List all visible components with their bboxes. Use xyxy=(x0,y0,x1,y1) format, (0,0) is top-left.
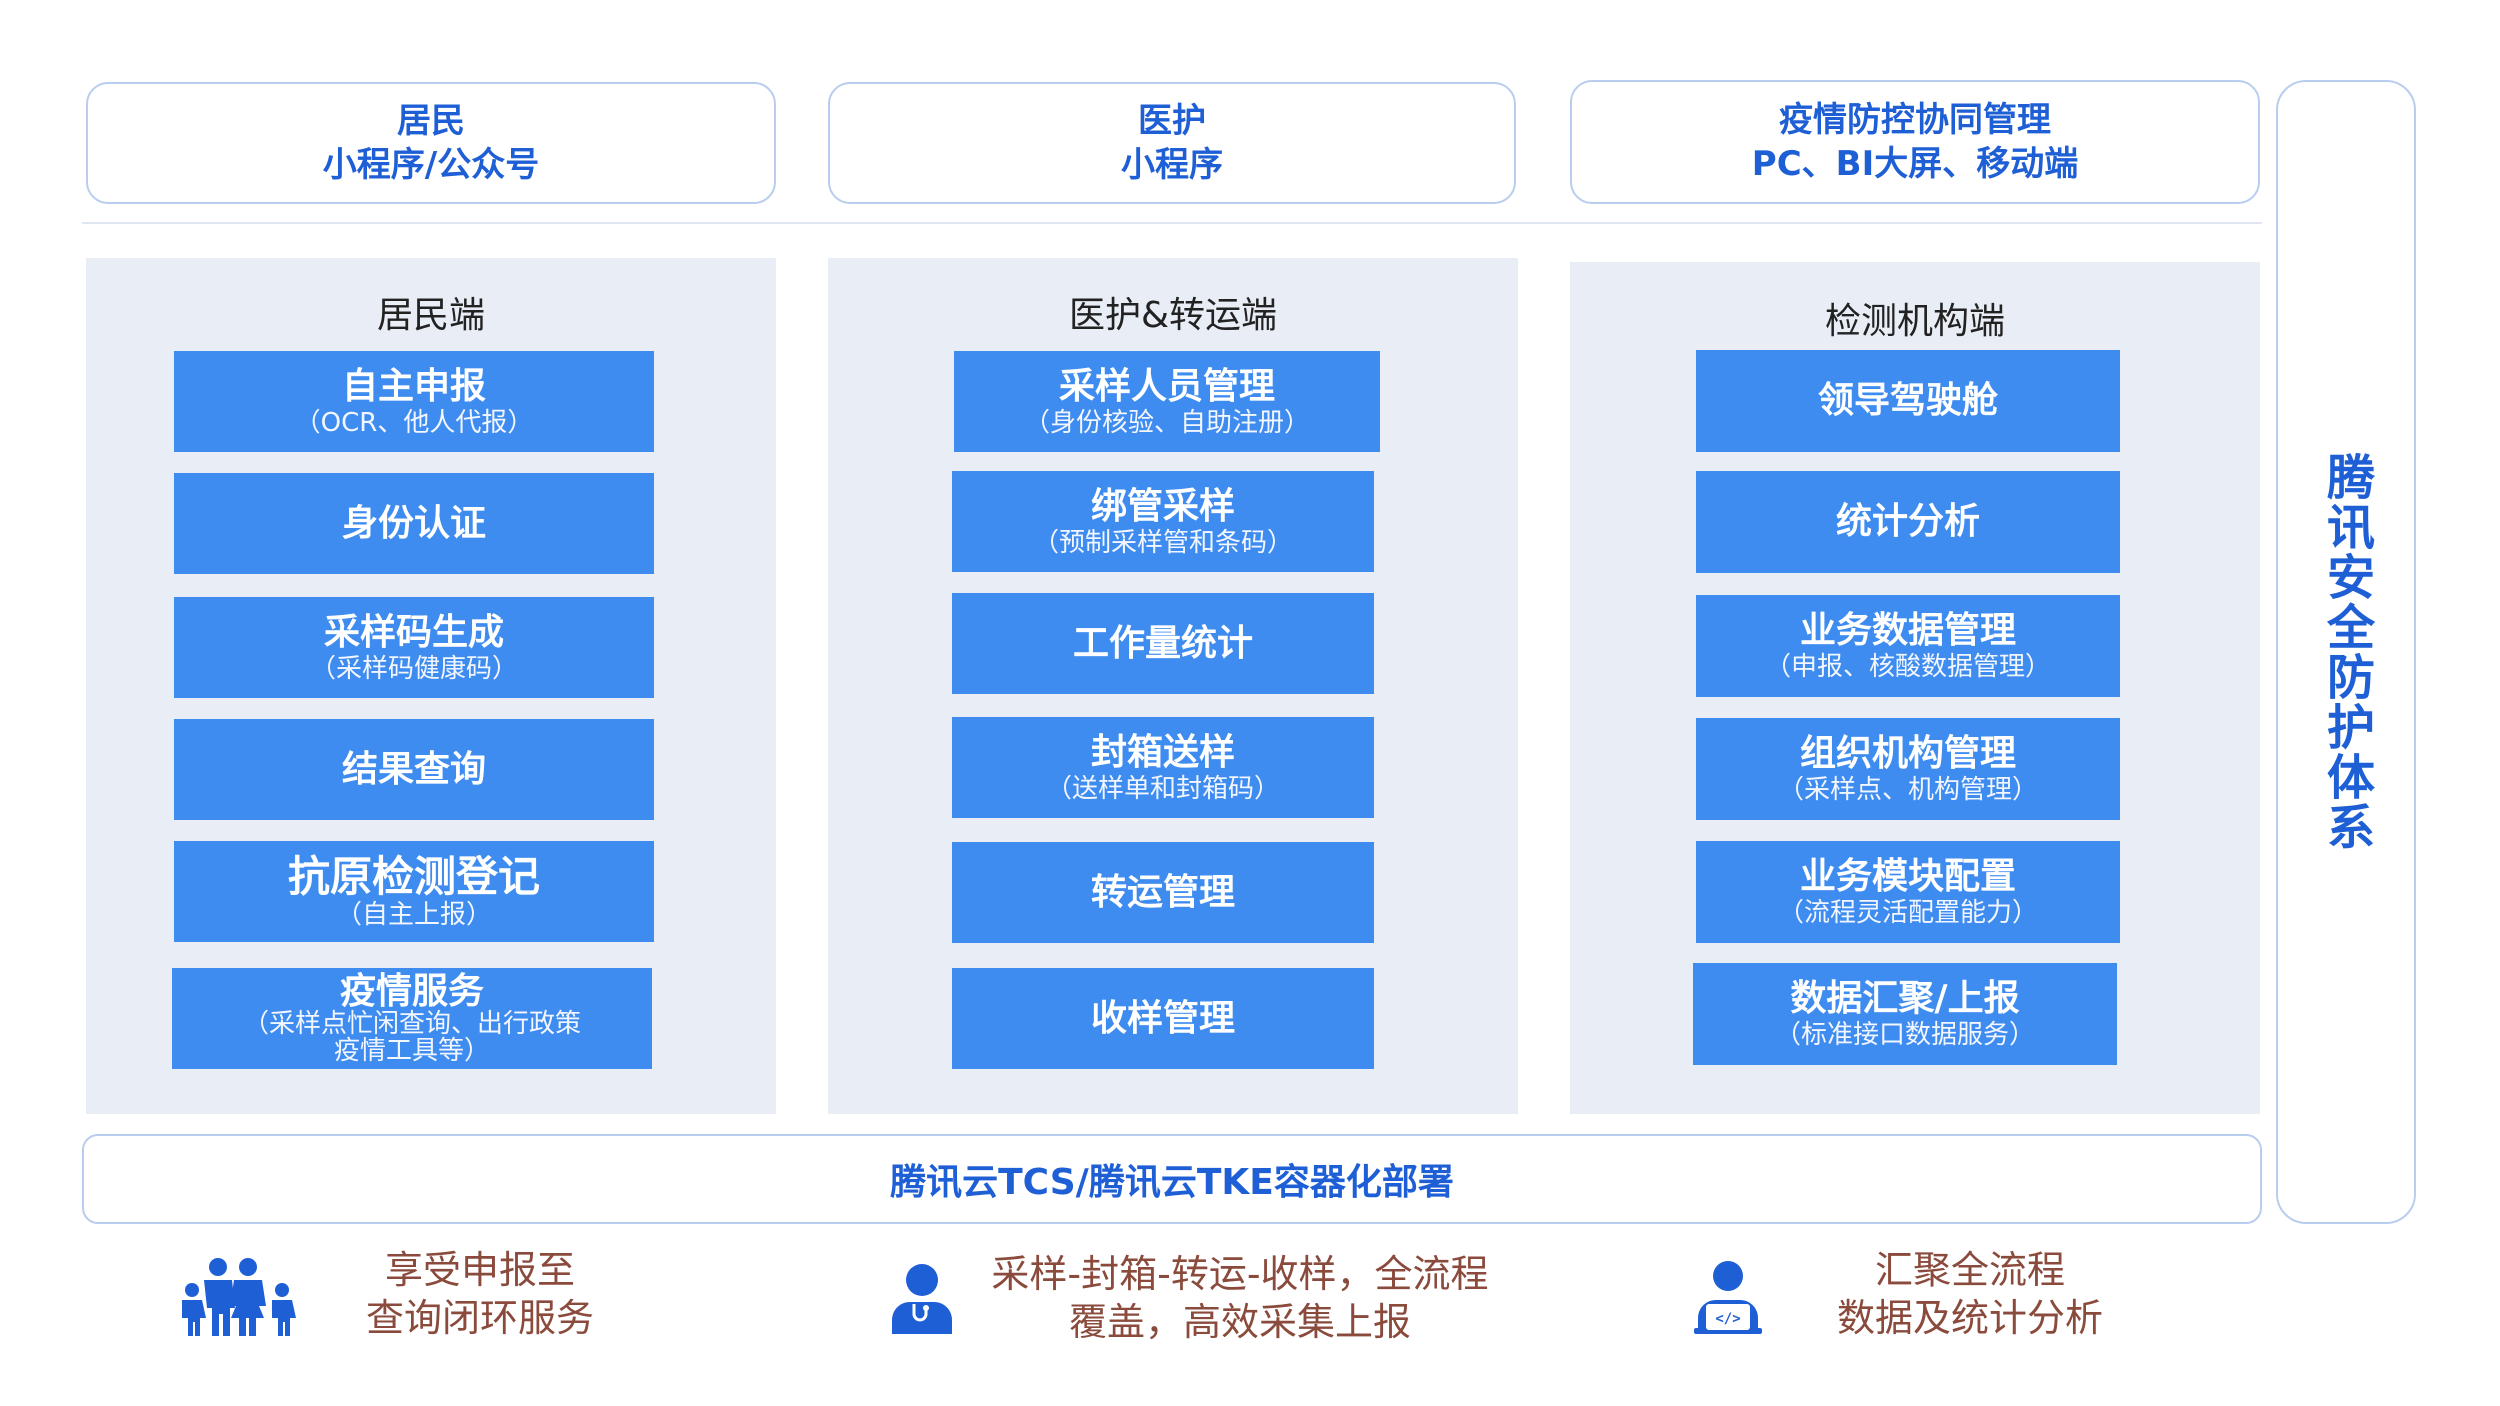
family-icon xyxy=(178,1258,300,1336)
module-sub: （申报、核酸数据管理） xyxy=(1764,652,2051,682)
module-sub: （标准接口数据服务） xyxy=(1774,1020,2035,1050)
module-epidemic-service[interactable]: 疫情服务 （采样点忙闲查询、出行政策 疫情工具等） xyxy=(172,968,652,1069)
module-result-query[interactable]: 结果查询 xyxy=(174,719,654,820)
module-name: 业务模块配置 xyxy=(1799,856,2016,897)
module-name: 工作量统计 xyxy=(1072,622,1253,664)
top-divider xyxy=(82,222,2262,224)
module-sampler-management[interactable]: 采样人员管理 （身份核验、自助注册） xyxy=(954,351,1380,452)
module-identity-auth[interactable]: 身份认证 xyxy=(174,473,654,574)
module-sub: （采样码健康码） xyxy=(309,653,518,684)
client-box-line: 医护 xyxy=(1138,101,1206,141)
client-box-line: 居民 xyxy=(397,101,465,141)
deployment-bar: 腾讯云TCS/腾讯云TKE容器化部署 xyxy=(82,1134,2262,1224)
module-sub: （预制采样管和条码） xyxy=(1032,527,1293,558)
module-sub: （送样单和封箱码） xyxy=(1045,773,1280,804)
svg-text:</>: </> xyxy=(1715,1311,1740,1327)
client-box-resident: 居民 小程序/公众号 xyxy=(86,82,776,204)
module-sub: （身份核验、自助注册） xyxy=(1023,407,1310,438)
client-box-line: 疫情防控协同管理 xyxy=(1779,100,2051,140)
module-self-report[interactable]: 自主申报 （OCR、他人代报） xyxy=(174,351,654,452)
module-name: 抗原检测登记 xyxy=(287,851,540,901)
module-config[interactable]: 业务模块配置 （流程灵活配置能力） xyxy=(1696,841,2120,943)
module-statistics[interactable]: 统计分析 xyxy=(1696,471,2120,573)
module-name: 封箱送样 xyxy=(1090,731,1235,773)
module-org-management[interactable]: 组织机构管理 （采样点、机构管理） xyxy=(1696,718,2120,820)
module-sample-receiving[interactable]: 收样管理 xyxy=(952,968,1374,1069)
security-label: 腾讯安全防护体系 xyxy=(2318,452,2374,852)
module-name: 转运管理 xyxy=(1090,871,1235,913)
module-antigen-registration[interactable]: 抗原检测登记 （自主上报） xyxy=(174,841,654,942)
module-name: 收样管理 xyxy=(1090,997,1235,1039)
module-name: 业务数据管理 xyxy=(1799,610,2016,651)
module-sub: （采样点、机构管理） xyxy=(1777,775,2038,805)
module-name: 组织机构管理 xyxy=(1799,733,2016,774)
client-box-management: 疫情防控协同管理 PC、BI大屏、移动端 xyxy=(1570,80,2260,204)
module-workload-stats[interactable]: 工作量统计 xyxy=(952,593,1374,694)
security-column: 腾讯安全防护体系 xyxy=(2276,80,2416,1224)
client-box-line: PC、BI大屏、移动端 xyxy=(1751,144,2079,184)
module-sub: （流程灵活配置能力） xyxy=(1777,898,2038,928)
module-leader-cockpit[interactable]: 领导驾驶舱 xyxy=(1696,350,2120,452)
developer-icon: </> xyxy=(1690,1260,1766,1336)
module-name: 结果查询 xyxy=(341,748,486,790)
panel-title: 医护&转运端 xyxy=(1068,295,1278,336)
module-name: 身份认证 xyxy=(341,502,486,544)
deployment-label: 腾讯云TCS/腾讯云TKE容器化部署 xyxy=(890,1162,1454,1203)
module-name: 采样人员管理 xyxy=(1058,365,1275,407)
module-name: 统计分析 xyxy=(1835,501,1980,542)
module-name: 自主申报 xyxy=(341,365,486,407)
module-sub: （OCR、他人代报） xyxy=(294,407,534,438)
module-sub: （采样点忙闲查询、出行政策 疫情工具等） xyxy=(242,1008,581,1066)
module-tube-binding[interactable]: 绑管采样 （预制采样管和条码） xyxy=(952,471,1374,572)
module-box-sealing[interactable]: 封箱送样 （送样单和封箱码） xyxy=(952,717,1374,818)
panel-title: 居民端 xyxy=(376,295,485,336)
client-box-line: 小程序 xyxy=(1121,145,1223,185)
module-sub: （自主上报） xyxy=(335,899,492,930)
module-name: 疫情服务 xyxy=(339,970,484,1012)
module-data-aggregation[interactable]: 数据汇聚/上报 （标准接口数据服务） xyxy=(1693,963,2117,1065)
module-name: 数据汇聚/上报 xyxy=(1790,978,2020,1019)
module-name: 领导驾驶舱 xyxy=(1817,380,1998,421)
benefit-text-resident: 享受申报至 查询闭环服务 xyxy=(365,1248,594,1340)
panel-title: 检测机构端 xyxy=(1824,301,2005,342)
module-transport-management[interactable]: 转运管理 xyxy=(952,842,1374,943)
module-name: 绑管采样 xyxy=(1090,485,1235,527)
module-name: 采样码生成 xyxy=(323,611,504,653)
client-box-medical: 医护 小程序 xyxy=(828,82,1516,204)
client-box-line: 小程序/公众号 xyxy=(322,145,540,185)
benefit-text-lab: 汇聚全流程 数据及统计分析 xyxy=(1836,1248,2103,1340)
module-sample-code[interactable]: 采样码生成 （采样码健康码） xyxy=(174,597,654,698)
module-business-data[interactable]: 业务数据管理 （申报、核酸数据管理） xyxy=(1696,595,2120,697)
benefit-text-medical: 采样-封箱-转运-收样，全流程 覆盖，高效采集上报 xyxy=(991,1252,1489,1344)
doctor-icon xyxy=(886,1262,958,1334)
